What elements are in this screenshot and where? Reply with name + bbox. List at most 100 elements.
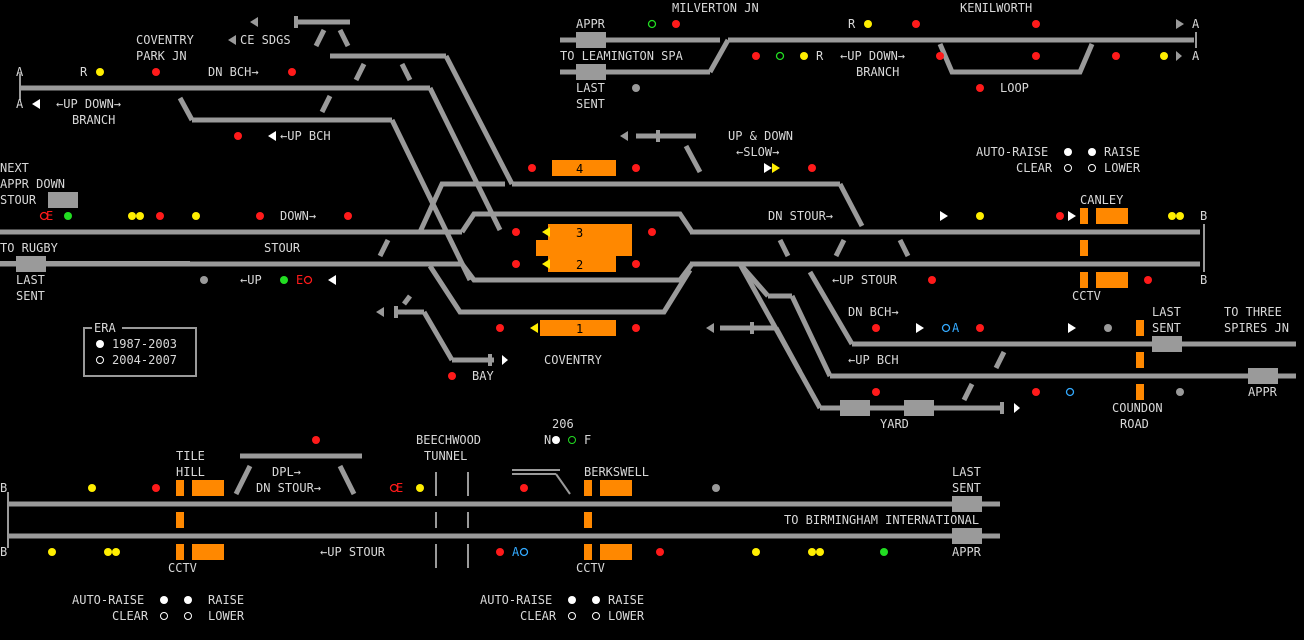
signal-red-lamp[interactable] — [1144, 276, 1152, 284]
lower-r-button[interactable] — [592, 612, 600, 620]
signal-yellow-lamp[interactable] — [864, 20, 872, 28]
signal-red-lamp[interactable] — [632, 260, 640, 268]
signal-red-lamp[interactable] — [234, 132, 242, 140]
era-option-1-label[interactable]: 1987-2003 — [112, 337, 177, 351]
signal-yellow-lamp[interactable] — [1168, 212, 1176, 220]
ground-signal-lamp[interactable] — [1176, 388, 1184, 396]
signal-green-lamp[interactable] — [280, 276, 288, 284]
signal-red-lamp[interactable] — [632, 324, 640, 332]
signal-yellow-lamp[interactable] — [48, 548, 56, 556]
signal-red-lamp[interactable] — [976, 84, 984, 92]
signal-red-lamp[interactable] — [156, 212, 164, 220]
signal-green-lamp[interactable] — [880, 548, 888, 556]
signal-green-lamp[interactable] — [64, 212, 72, 220]
signal-yellow-lamp[interactable] — [96, 68, 104, 76]
up-down-branch-left-2: BRANCH — [72, 113, 115, 127]
auto-raise-button[interactable] — [1064, 148, 1072, 156]
signal-red-lamp[interactable] — [872, 388, 880, 396]
signal-red-lamp[interactable] — [256, 212, 264, 220]
platform-2 — [548, 256, 616, 272]
lower-button[interactable] — [1088, 164, 1096, 172]
signal-red-lamp[interactable] — [448, 372, 456, 380]
signal-yellow-lamp[interactable] — [808, 548, 816, 556]
era-selector: ERA 1987-2003 2004-2007 — [83, 321, 197, 377]
ground-signal-lamp[interactable] — [632, 84, 640, 92]
signal-red-lamp[interactable] — [656, 548, 664, 556]
signal-red-lamp[interactable] — [1112, 52, 1120, 60]
last-sent-top-1: LAST — [576, 81, 605, 95]
auto-raise-r-button[interactable] — [568, 596, 576, 604]
era-option-1-radio[interactable] — [96, 340, 104, 348]
signal-yellow-lamp[interactable] — [752, 548, 760, 556]
lower-label: LOWER — [1104, 161, 1141, 175]
dn-stour-lower-label: DN STOUR→ — [256, 481, 321, 495]
signal-red-lamp[interactable] — [520, 484, 528, 492]
signal-red-lamp[interactable] — [872, 324, 880, 332]
signal-red-lamp[interactable] — [912, 20, 920, 28]
signal-red-lamp[interactable] — [1056, 212, 1064, 220]
normal-button[interactable] — [552, 436, 560, 444]
signal-yellow-lamp[interactable] — [88, 484, 96, 492]
indicator-lamp — [647, 19, 657, 29]
signal-red-lamp[interactable] — [512, 228, 520, 236]
clear-button[interactable] — [1064, 164, 1072, 172]
signal-red-lamp[interactable] — [936, 52, 944, 60]
lower-controls-right: AUTO-RAISE RAISE CLEAR LOWER — [480, 593, 645, 623]
signal-yellow-lamp[interactable] — [128, 212, 136, 220]
signal-yellow-lamp[interactable] — [136, 212, 144, 220]
signal-red-lamp[interactable] — [648, 228, 656, 236]
signal-red-lamp[interactable] — [808, 164, 816, 172]
clear-l-button[interactable] — [160, 612, 168, 620]
signal-yellow-lamp[interactable] — [976, 212, 984, 220]
era-title: ERA — [94, 321, 116, 335]
yard-label: YARD — [880, 417, 909, 431]
raise-r-button[interactable] — [592, 596, 600, 604]
signal-red-lamp[interactable] — [344, 212, 352, 220]
up-bch-right-label: ←UP BCH — [848, 353, 899, 367]
auto-raise-l-label: AUTO-RAISE — [72, 593, 144, 607]
era-option-2-radio[interactable] — [96, 356, 104, 364]
signal-yellow-lamp[interactable] — [112, 548, 120, 556]
signal-red-lamp[interactable] — [512, 260, 520, 268]
era-option-2-label[interactable]: 2004-2007 — [112, 353, 177, 367]
raise-l-button[interactable] — [184, 596, 192, 604]
flash-button[interactable] — [568, 436, 576, 444]
signal-red-lamp[interactable] — [152, 68, 160, 76]
signal-yellow-lamp[interactable] — [1160, 52, 1168, 60]
signal-yellow-lamp[interactable] — [416, 484, 424, 492]
signal-yellow-lamp[interactable] — [1176, 212, 1184, 220]
indicator-lamp — [1065, 387, 1075, 397]
signal-red-lamp[interactable] — [288, 68, 296, 76]
signal-yellow-lamp[interactable] — [816, 548, 824, 556]
ground-signal-lamp[interactable] — [1104, 324, 1112, 332]
signal-red-lamp[interactable] — [1032, 52, 1040, 60]
lower-l-button[interactable] — [184, 612, 192, 620]
signal-red-lamp[interactable] — [1032, 20, 1040, 28]
buffer-stops — [228, 16, 1184, 414]
platform-2-label: 2 — [576, 258, 583, 272]
raise-r-label: RAISE — [608, 593, 644, 607]
kenilworth-label: KENILWORTH — [960, 1, 1032, 15]
signal-lamps — [39, 19, 1184, 557]
auto-raise-l-button[interactable] — [160, 596, 168, 604]
signal-red-lamp[interactable] — [1032, 388, 1040, 396]
signal-yellow-lamp[interactable] — [192, 212, 200, 220]
signal-yellow-lamp[interactable] — [104, 548, 112, 556]
ground-signal-lamp[interactable] — [200, 276, 208, 284]
signal-red-lamp[interactable] — [976, 324, 984, 332]
signal-red-lamp[interactable] — [496, 324, 504, 332]
next-appr-2: APPR DOWN — [0, 177, 65, 191]
last-sent-right-2: SENT — [1152, 321, 1181, 335]
signal-red-lamp[interactable] — [672, 20, 680, 28]
raise-button[interactable] — [1088, 148, 1096, 156]
clear-r-button[interactable] — [568, 612, 576, 620]
signal-red-lamp[interactable] — [528, 164, 536, 172]
ground-signal-lamp[interactable] — [712, 484, 720, 492]
signal-red-lamp[interactable] — [928, 276, 936, 284]
signal-red-lamp[interactable] — [632, 164, 640, 172]
signal-red-lamp[interactable] — [752, 52, 760, 60]
signal-red-lamp[interactable] — [152, 484, 160, 492]
signal-yellow-lamp[interactable] — [800, 52, 808, 60]
signal-red-lamp[interactable] — [496, 548, 504, 556]
signal-red-lamp[interactable] — [312, 436, 320, 444]
